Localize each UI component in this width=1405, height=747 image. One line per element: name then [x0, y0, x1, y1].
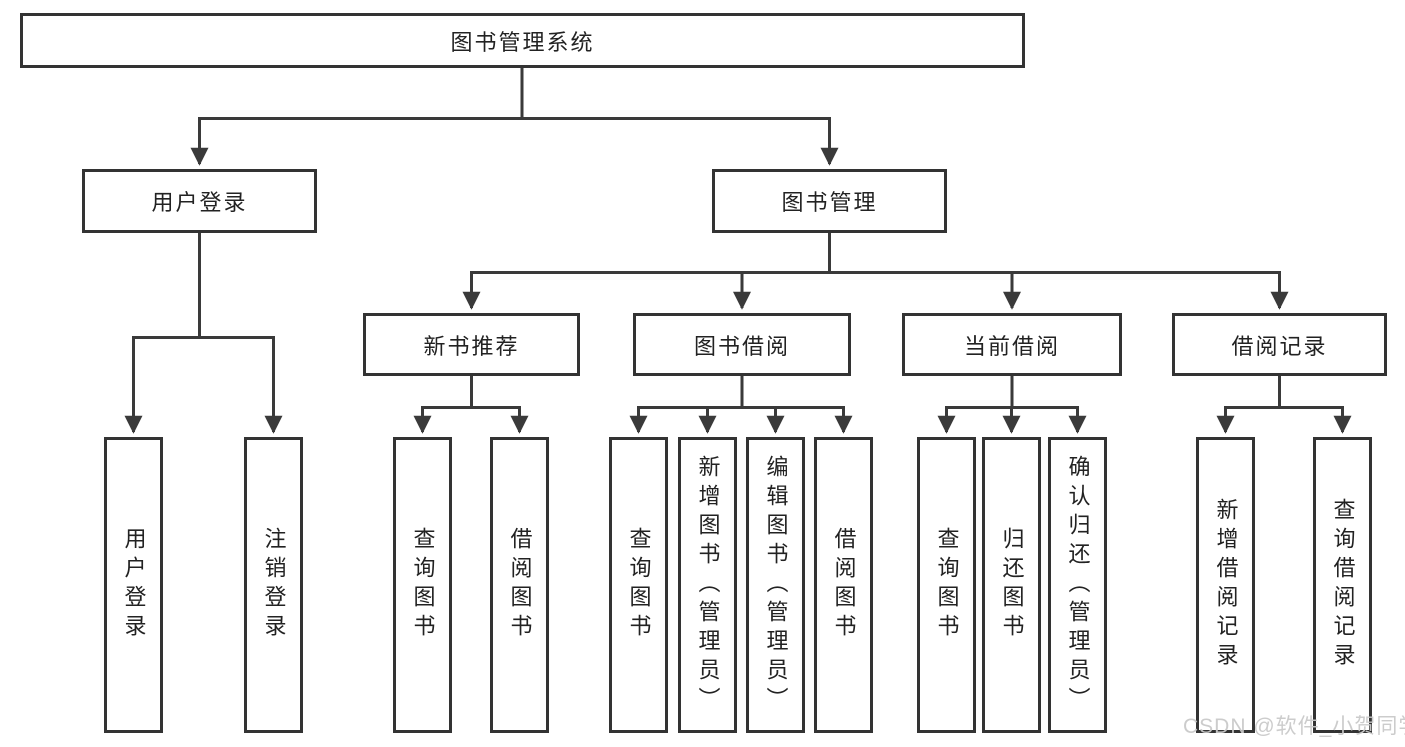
leaf-recommend-borrow-books: 借阅图书 [490, 437, 549, 733]
connector-new-book-recommend-split [422, 376, 520, 409]
leaf-user-login: 用户登录 [104, 437, 163, 733]
leaf-borrowing-add-books-admin: 新增图书（管理员） [678, 437, 737, 733]
leaf-borrowing-edit-books-admin: 编辑图书（管理员） [746, 437, 805, 733]
node-book-borrowing: 图书借阅 [633, 313, 851, 376]
connector-user-login-split [133, 233, 274, 339]
leaf-current-query-books: 查询图书 [917, 437, 976, 733]
node-borrow-records: 借阅记录 [1172, 313, 1387, 376]
node-library-system-root: 图书管理系统 [20, 13, 1025, 68]
csdn-watermark: CSDN @软件_小贺同学 [1183, 715, 1405, 738]
leaf-borrowing-borrow-books: 借阅图书 [814, 437, 873, 733]
connector-borrow-records-split [1225, 376, 1343, 409]
leaf-records-query-borrow-record: 查询借阅记录 [1313, 437, 1372, 733]
connector-book-management-split [471, 233, 1280, 274]
connector-book-borrowing-split [638, 376, 844, 409]
leaf-current-confirm-return-admin: 确认归还（管理员） [1048, 437, 1107, 733]
connector-current-borrowing-split [946, 376, 1078, 409]
node-new-book-recommend: 新书推荐 [363, 313, 580, 376]
leaf-records-add-borrow-record: 新增借阅记录 [1196, 437, 1255, 733]
leaf-borrowing-query-books: 查询图书 [609, 437, 668, 733]
node-book-management: 图书管理 [712, 169, 947, 233]
leaf-logout-login: 注销登录 [244, 437, 303, 733]
node-user-login: 用户登录 [82, 169, 317, 233]
leaf-recommend-query-books: 查询图书 [393, 437, 452, 733]
leaf-current-return-books: 归还图书 [982, 437, 1041, 733]
node-current-borrowing: 当前借阅 [902, 313, 1122, 376]
connector-root-split [199, 68, 830, 120]
